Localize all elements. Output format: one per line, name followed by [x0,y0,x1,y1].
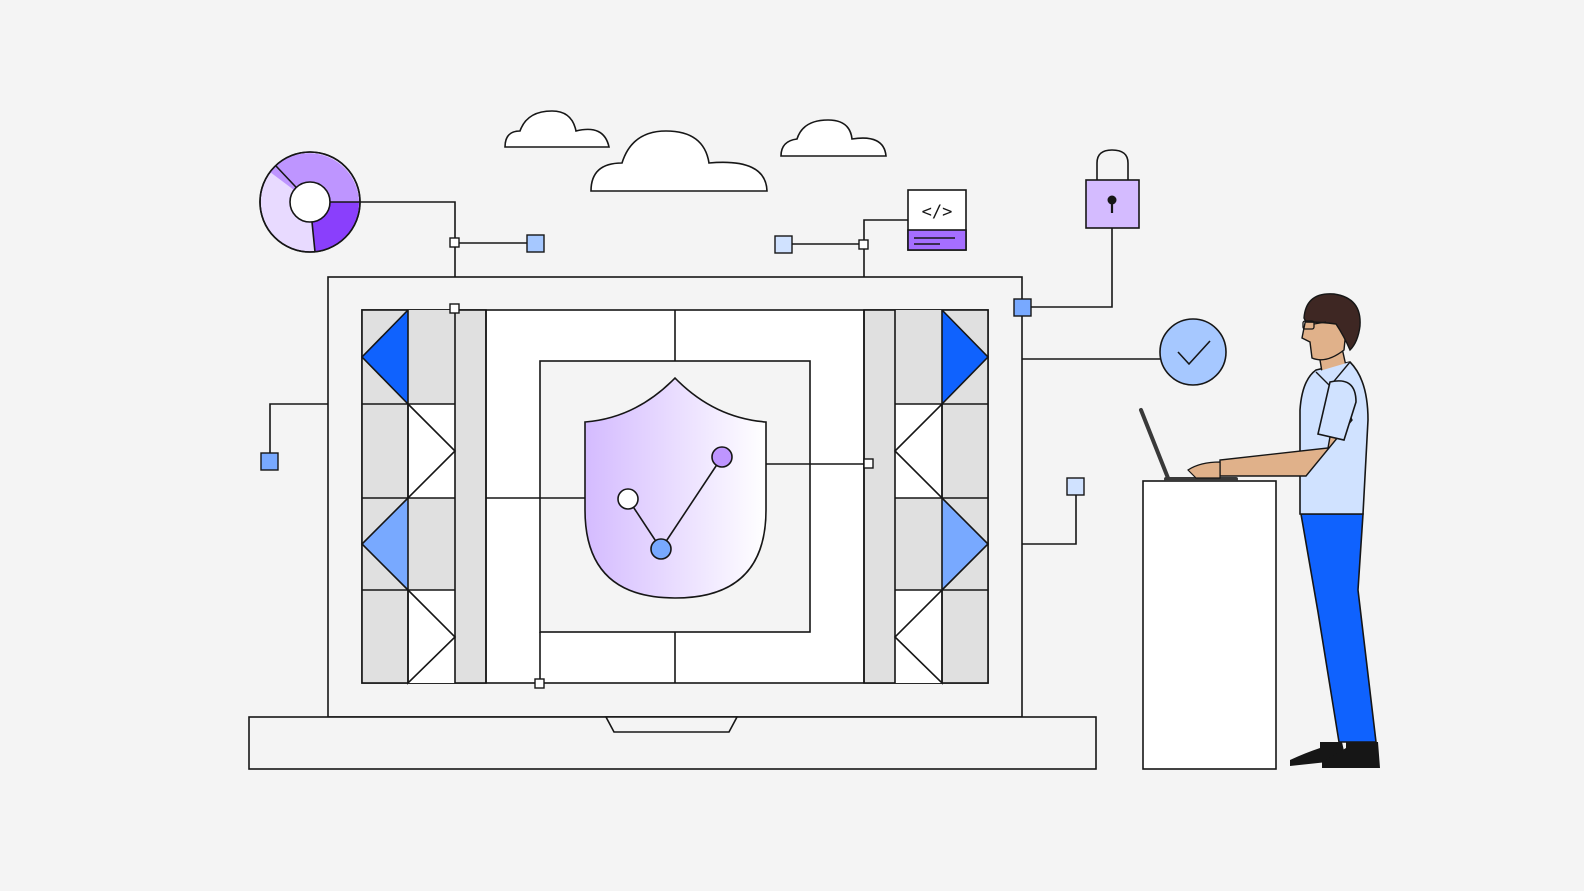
podium [1139,408,1277,770]
cloud-icon [504,110,610,148]
cloud-icon [590,130,768,192]
shield-icon [584,376,767,599]
donut-chart-icon [259,151,361,253]
connector-nodes [260,234,1085,689]
person-figure [1187,293,1380,768]
connector-lines [269,201,1160,545]
checkmark-icon [1159,318,1227,386]
padlock-icon [1085,149,1140,229]
cloud-icon [780,119,887,157]
code-tag-label: </> [922,202,953,222]
code-icon: </> [907,189,967,251]
